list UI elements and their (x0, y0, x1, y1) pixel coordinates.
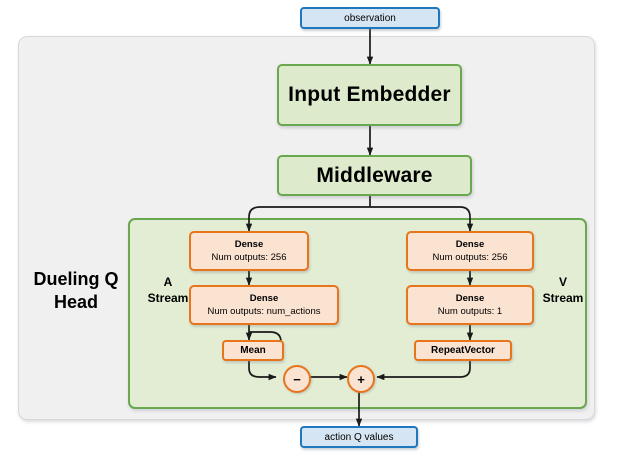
v-stream-dense-1-title: Dense (455, 239, 485, 250)
a-stream-dense-1-title: Dense (234, 239, 264, 250)
subtract-symbol: − (293, 371, 301, 387)
v-stream-dense-2-title: Dense (455, 293, 485, 304)
a-stream-dense-2-subtitle: Num outputs: num_actions (207, 306, 321, 317)
v-stream-dense-1-subtitle: Num outputs: 256 (432, 252, 508, 263)
v-stream-dense-1[interactable]: Dense Num outputs: 256 (406, 231, 534, 271)
input-embedder-label: Input Embedder (288, 83, 451, 106)
middleware-node[interactable]: Middleware (277, 155, 472, 196)
repeatvector-node[interactable]: RepeatVector (414, 340, 512, 361)
add-symbol: + (357, 371, 365, 387)
a-stream-dense-1-subtitle: Num outputs: 256 (211, 252, 287, 263)
input-embedder-node[interactable]: Input Embedder (277, 64, 462, 126)
a-stream-dense-2[interactable]: Dense Num outputs: num_actions (189, 285, 339, 325)
mean-label: Mean (240, 345, 266, 356)
v-stream-label: V Stream (542, 275, 584, 305)
v-stream-dense-2[interactable]: Dense Num outputs: 1 (406, 285, 534, 325)
subtract-operator-node[interactable]: − (283, 365, 311, 393)
action-q-values-label: action Q values (324, 431, 394, 443)
observation-node[interactable]: observation (300, 7, 440, 29)
a-stream-label: A Stream (147, 275, 189, 305)
a-stream-dense-2-title: Dense (249, 293, 279, 304)
mean-node[interactable]: Mean (222, 340, 284, 361)
dueling-q-head-title: Dueling Q Head (33, 269, 119, 312)
repeatvector-label: RepeatVector (431, 345, 495, 356)
middleware-label: Middleware (316, 163, 433, 187)
v-stream-dense-2-subtitle: Num outputs: 1 (437, 306, 503, 317)
a-stream-dense-1[interactable]: Dense Num outputs: 256 (189, 231, 309, 271)
add-operator-node[interactable]: + (347, 365, 375, 393)
action-q-values-node[interactable]: action Q values (300, 426, 418, 448)
observation-label: observation (344, 12, 396, 24)
